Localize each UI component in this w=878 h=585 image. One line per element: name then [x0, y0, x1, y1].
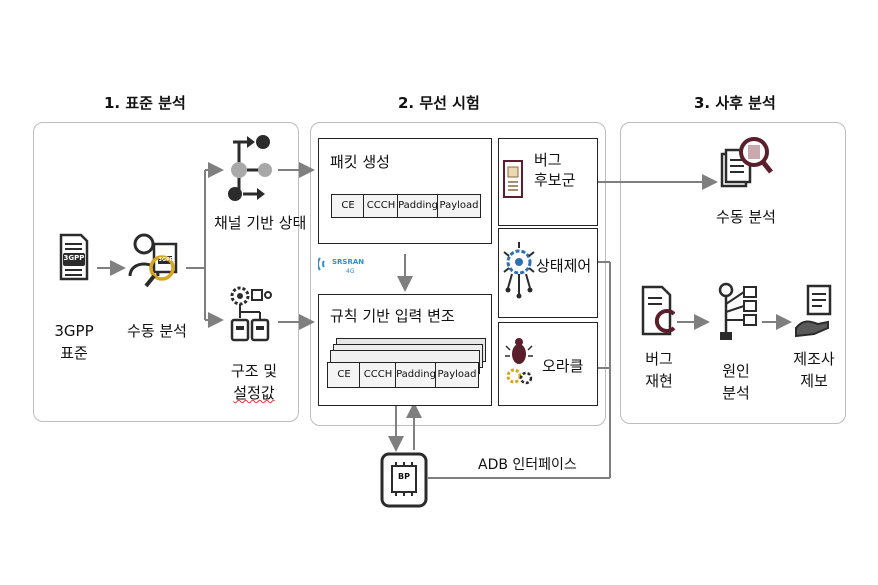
- bug-reproduction-label: 버그 재현: [645, 350, 673, 390]
- baseband-chip-icon: [380, 452, 428, 508]
- manual-icon-text: 3GPP: [158, 257, 174, 263]
- manufacturer-report-icon: [795, 284, 832, 338]
- post-manual-analysis-label: 수동 분석: [716, 208, 776, 226]
- state-control-label: 상태제어: [536, 257, 592, 275]
- packet-field-payload: Payload: [437, 194, 481, 218]
- manual-analysis-icon: [128, 233, 178, 288]
- config-label: 구조 및 설정값: [230, 362, 278, 402]
- srsran-logo-text: SRSRAN: [332, 258, 365, 266]
- oracle-label: 오라클: [542, 357, 584, 375]
- spec-label: 3GPP 표준: [54, 322, 94, 362]
- root-cause-tree-icon: [718, 282, 757, 340]
- manufacturer-report-label: 제조사 제보: [793, 350, 835, 390]
- baseband-chip-label: BP: [398, 472, 410, 481]
- channel-state-label: 채널 기반 상태: [214, 214, 307, 232]
- post-manual-analysis-icon: [720, 137, 773, 188]
- section-title-standard: 1. 표준 분석: [104, 94, 186, 112]
- spec-icon-text: 3GPP: [63, 254, 85, 262]
- oracle-box: [498, 322, 598, 406]
- mutation-field-padding: Padding: [395, 362, 437, 388]
- mutation-field-payload: Payload: [435, 362, 479, 388]
- state-control-gear-icon: [503, 242, 535, 299]
- mutation-field-ccch: CCCH: [359, 362, 397, 388]
- section-title-post: 3. 사후 분석: [694, 94, 776, 112]
- bug-candidates-label: 버그 후보군: [534, 151, 576, 189]
- packet-generation-box: [318, 138, 492, 244]
- state-flow-icon: [228, 135, 272, 201]
- packet-field-ccch: CCCH: [363, 194, 399, 218]
- input-mutation-title: 규칙 기반 입력 변조: [330, 307, 455, 325]
- packet-field-ce: CE: [331, 194, 365, 218]
- section-title-wireless: 2. 무선 시험: [398, 94, 480, 112]
- packet-generation-title: 패킷 생성: [330, 153, 390, 171]
- srsran-logo-icon: [318, 257, 325, 271]
- bug-reproduction-icon: [641, 285, 676, 336]
- srsran-logo-version: 4G: [346, 268, 355, 275]
- root-cause-label: 원인 분석: [722, 362, 750, 402]
- packet-field-padding: Padding: [397, 194, 439, 218]
- spec-document-icon: [59, 233, 89, 281]
- adb-interface-label: ADB 인터페이스: [478, 457, 577, 473]
- manual-analysis-label: 수동 분석: [127, 322, 187, 340]
- bug-report-icon: [503, 160, 523, 198]
- structure-config-icon: [230, 286, 272, 342]
- mutation-field-ce: CE: [327, 362, 361, 388]
- oracle-bug-icon: [505, 338, 533, 385]
